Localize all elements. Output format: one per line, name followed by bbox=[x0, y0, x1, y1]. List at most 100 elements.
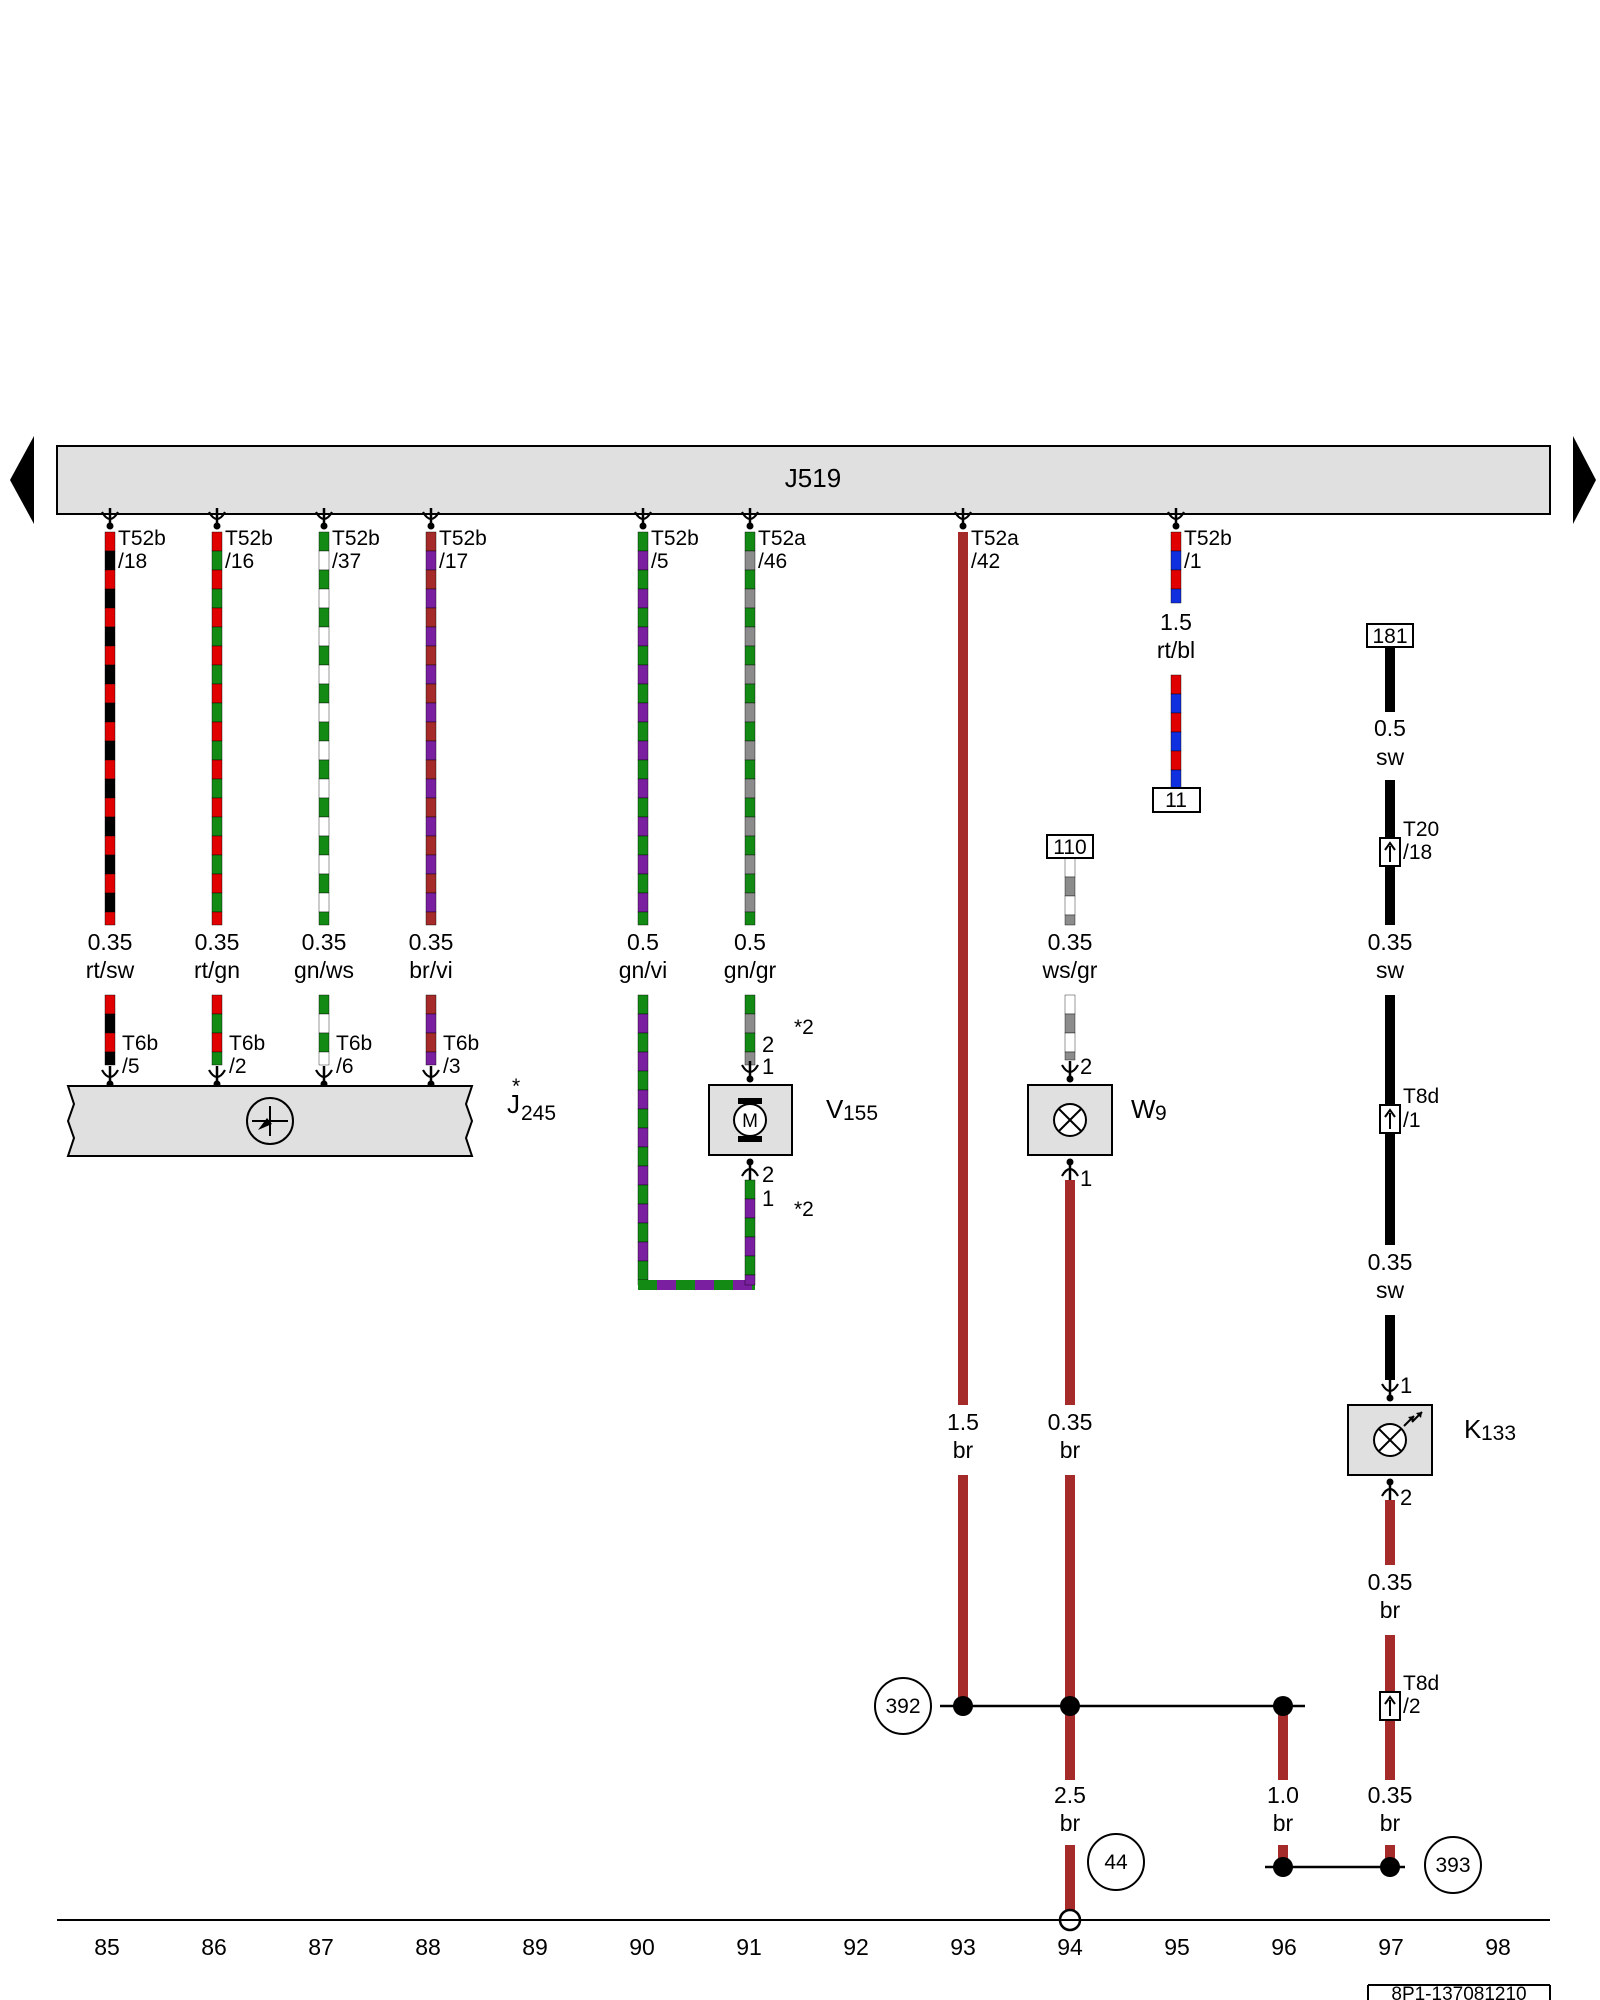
lower-connector-label: T6b bbox=[229, 1032, 265, 1055]
pin-connector-icon bbox=[1167, 508, 1185, 530]
wire-5: T52a/460.5gn/gr bbox=[724, 508, 806, 983]
svg-text:392: 392 bbox=[885, 1695, 920, 1718]
w9-pin-bot: 1 bbox=[1080, 1166, 1092, 1191]
svg-text:T8d: T8d bbox=[1403, 1672, 1439, 1695]
connector-pin-label: /37 bbox=[332, 550, 361, 573]
svg-text:0.5: 0.5 bbox=[1374, 715, 1406, 741]
connector-t20-symbol: T20 /18 bbox=[1379, 818, 1439, 867]
ground-junctions bbox=[940, 1696, 1405, 1932]
pin-connector-icon bbox=[1381, 1478, 1399, 1500]
pin-connector-icon bbox=[741, 1061, 759, 1083]
scale-number: 94 bbox=[1057, 1934, 1083, 1960]
v155-wiring bbox=[637, 994, 759, 1290]
junction-dot bbox=[1273, 1857, 1293, 1877]
wire-color-label: br/vi bbox=[409, 957, 452, 983]
k133-prefix: K bbox=[1464, 1414, 1482, 1444]
lower-connector-label: T6b bbox=[336, 1032, 372, 1055]
j245-prefix: J bbox=[507, 1089, 520, 1119]
pin-connector-icon bbox=[634, 508, 652, 530]
svg-text:1.5: 1.5 bbox=[947, 1409, 979, 1435]
svg-text:110: 110 bbox=[1053, 836, 1086, 859]
footer-code: 8P1-137081210 bbox=[1367, 1984, 1551, 2000]
j245-connector-0: T6b/5 bbox=[101, 994, 158, 1088]
pin-connector-icon bbox=[315, 1066, 333, 1088]
connector-label: T52b bbox=[439, 527, 487, 550]
connector-t8d-a-symbol: T8d /1 bbox=[1379, 1085, 1439, 1134]
k133-wire-labels: 0.5 sw 0.35 sw 0.35 sw 0.35 br 0.35 br bbox=[1368, 715, 1413, 1836]
wire-size-label: 0.35 bbox=[88, 929, 133, 955]
svg-text:2.5: 2.5 bbox=[1054, 1782, 1086, 1808]
connector-label: T52a bbox=[971, 527, 1019, 550]
v155-prefix: V bbox=[826, 1094, 844, 1124]
svg-text:br: br bbox=[1380, 1597, 1401, 1623]
k133-pin-top: 1 bbox=[1400, 1373, 1412, 1398]
svg-text:393: 393 bbox=[1435, 1854, 1470, 1877]
wire-size-label: 0.5 bbox=[734, 929, 766, 955]
connector-label: T52b bbox=[225, 527, 273, 550]
component-k133: K 133 1 2 bbox=[1347, 1373, 1516, 1510]
w9-prefix: W bbox=[1131, 1094, 1156, 1124]
pin-connector-icon bbox=[741, 508, 759, 530]
next-page-arrow-icon[interactable] bbox=[1573, 436, 1596, 524]
svg-text:1.0: 1.0 bbox=[1267, 1782, 1299, 1808]
svg-text:br: br bbox=[1273, 1810, 1294, 1836]
v155-note-top: *2 bbox=[794, 1016, 814, 1039]
wire-7: T52b/1 bbox=[1167, 508, 1232, 573]
wire-size-label: 0.35 bbox=[409, 929, 454, 955]
pin-connector-icon bbox=[741, 1158, 759, 1180]
brown-wire-93 bbox=[958, 532, 968, 1706]
connector-label: T52b bbox=[332, 527, 380, 550]
w9-index: 9 bbox=[1155, 1102, 1167, 1125]
wire-size-label: 0.35 bbox=[195, 929, 240, 955]
scale-number: 92 bbox=[843, 1934, 869, 1960]
pin-connector-icon bbox=[1381, 1380, 1399, 1402]
j245-connector-1: T6b/2 bbox=[208, 994, 265, 1088]
j245-index: 245 bbox=[521, 1102, 556, 1125]
scale-number: 95 bbox=[1164, 1934, 1190, 1960]
svg-text:/1: /1 bbox=[1403, 1109, 1421, 1132]
ground-wire-labels: 1.5 br 2.5 br 1.0 br bbox=[947, 1409, 1299, 1836]
wire-color-label: rt/sw bbox=[86, 957, 135, 983]
connector-pin-label: /1 bbox=[1184, 550, 1202, 573]
previous-page-arrow-icon[interactable] bbox=[10, 436, 34, 524]
splice-393: 393 bbox=[1424, 1836, 1482, 1894]
svg-text:T20: T20 bbox=[1403, 818, 1439, 841]
rtbl-wire: 1.5rt/bl bbox=[1157, 531, 1195, 789]
lower-connector-pin-label: /2 bbox=[229, 1055, 247, 1078]
svg-text:br: br bbox=[1060, 1810, 1081, 1836]
ground-ref-44: 44 bbox=[1087, 1833, 1145, 1891]
svg-text:0.35: 0.35 bbox=[1368, 929, 1413, 955]
svg-text:44: 44 bbox=[1104, 1851, 1128, 1874]
svg-text:br: br bbox=[953, 1437, 974, 1463]
scale-number: 98 bbox=[1485, 1934, 1511, 1960]
connector-pin-label: /17 bbox=[439, 550, 468, 573]
scale-number: 93 bbox=[950, 1934, 976, 1960]
wire-color-label: gn/gr bbox=[724, 957, 777, 983]
v155-index: 155 bbox=[843, 1102, 878, 1125]
svg-text:181: 181 bbox=[1372, 625, 1407, 648]
control-unit-label: J519 bbox=[785, 463, 841, 493]
v155-note-bot: *2 bbox=[794, 1198, 814, 1221]
scale-number: 87 bbox=[308, 1934, 334, 1960]
svg-text:sw: sw bbox=[1376, 1277, 1405, 1303]
pin-connector-icon bbox=[954, 508, 972, 530]
svg-text:11: 11 bbox=[1165, 789, 1187, 812]
svg-text:0.35: 0.35 bbox=[1368, 1569, 1413, 1595]
splice-392: 392 bbox=[874, 1677, 932, 1735]
w9-wiring bbox=[1061, 857, 1079, 1910]
svg-text:0.35: 0.35 bbox=[1368, 1249, 1413, 1275]
j245-connector-3: T6b/3 bbox=[422, 994, 479, 1088]
component-v155: M V 155 2 1 2 1 *2 *2 bbox=[708, 1016, 878, 1221]
v155-pin-top-a: 2 bbox=[762, 1032, 774, 1057]
svg-text:0.35: 0.35 bbox=[1368, 1782, 1413, 1808]
wire-size-label: 0.35 bbox=[302, 929, 347, 955]
connector-label: T52b bbox=[651, 527, 699, 550]
pin-connector-icon bbox=[422, 508, 440, 530]
pin-connector-icon bbox=[208, 1066, 226, 1088]
svg-text:0.35: 0.35 bbox=[1048, 929, 1093, 955]
connector-pin-label: /42 bbox=[971, 550, 1000, 573]
scale-number: 86 bbox=[201, 1934, 227, 1960]
